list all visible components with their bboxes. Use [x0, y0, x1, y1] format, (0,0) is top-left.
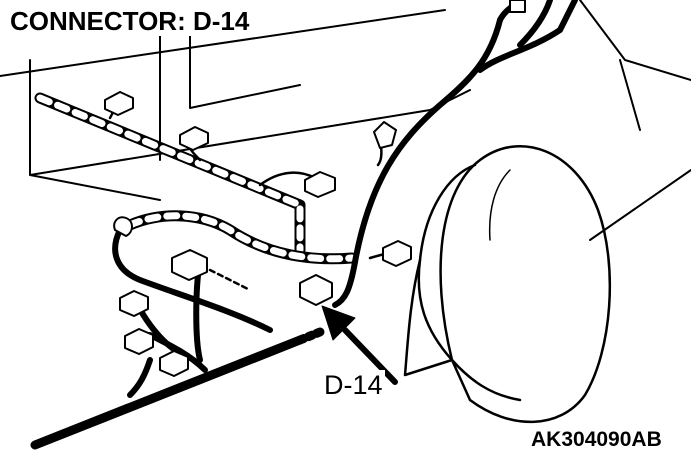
dashed-harness-lower — [124, 210, 358, 265]
dashed-harness-upper — [34, 92, 306, 256]
connector-lower-left-3 — [159, 350, 189, 377]
connector-upper-mid — [179, 126, 209, 151]
callout-label: D-14 — [322, 370, 385, 400]
grommet-left — [113, 216, 133, 237]
connector-upper-right — [373, 121, 397, 149]
connector-lower-left-1 — [119, 290, 149, 317]
connector-right — [382, 240, 412, 267]
connector-mid-right — [304, 171, 336, 198]
connector-upper-left — [104, 91, 134, 116]
connectors — [104, 0, 526, 377]
callout-arrow — [321, 305, 398, 385]
connector-top — [509, 0, 526, 13]
solid-harnesses — [112, 0, 578, 398]
connector-d14 — [299, 274, 333, 306]
diagram-title: CONNECTOR: D-14 — [10, 6, 256, 36]
connector-lower-left-2 — [124, 328, 154, 355]
connector-center — [171, 249, 208, 281]
main-cable — [30, 335, 305, 450]
wheel-tire — [403, 145, 612, 424]
reference-code: AK304090AB — [528, 428, 665, 452]
